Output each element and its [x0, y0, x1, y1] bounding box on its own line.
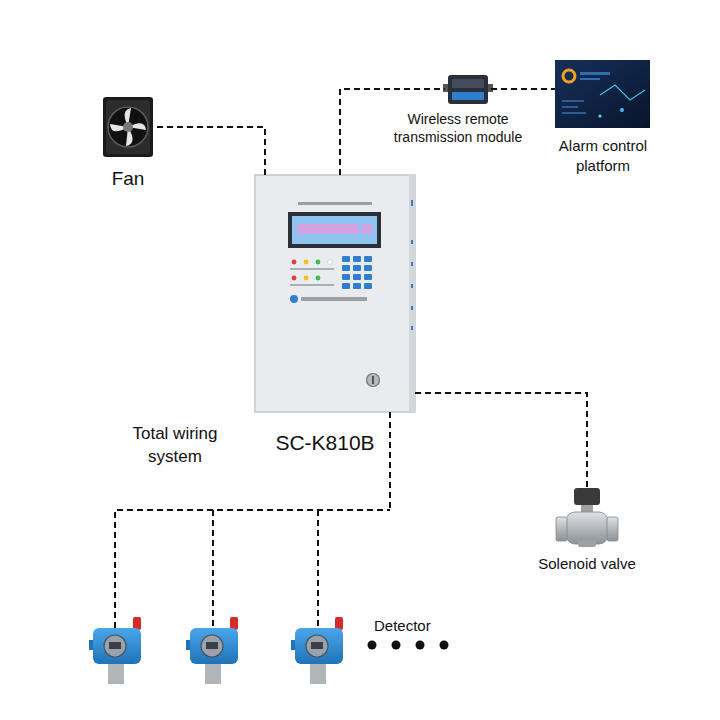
dashed-wire [389, 412, 391, 510]
node-label: Fan [88, 167, 168, 192]
gas-detector-drawing [291, 617, 343, 684]
platform-node: Alarm control platform [555, 60, 650, 128]
fan-node: Fan [103, 97, 153, 157]
node-label: Solenoid valve [527, 554, 647, 574]
gas-detector-drawing [186, 617, 238, 684]
platform-screen [555, 60, 650, 128]
node-label: Detector [374, 616, 454, 636]
bus-wire [115, 510, 390, 628]
solenoid-valve-drawing [556, 488, 618, 547]
node-label: SC-K810B [250, 429, 400, 456]
module-drawing [443, 75, 493, 104]
dashed-wire [153, 127, 265, 175]
module-node: Wireless remote transmission module [445, 72, 491, 106]
free-label: Total wiring system [110, 423, 240, 469]
node-label: Alarm control platform [543, 136, 663, 175]
dashed-wire [340, 89, 445, 175]
dashed-wire [415, 393, 587, 488]
controller-node: SC-K810B [255, 175, 415, 412]
node-label: Wireless remote transmission module [383, 110, 533, 146]
controller-cabinet [255, 175, 415, 412]
ellipsis-dots [368, 641, 449, 650]
detector-group: Detector [92, 510, 452, 690]
dashed-wire [491, 88, 555, 90]
valve-node: Solenoid valve [557, 488, 617, 548]
fan-drawing [103, 97, 153, 157]
